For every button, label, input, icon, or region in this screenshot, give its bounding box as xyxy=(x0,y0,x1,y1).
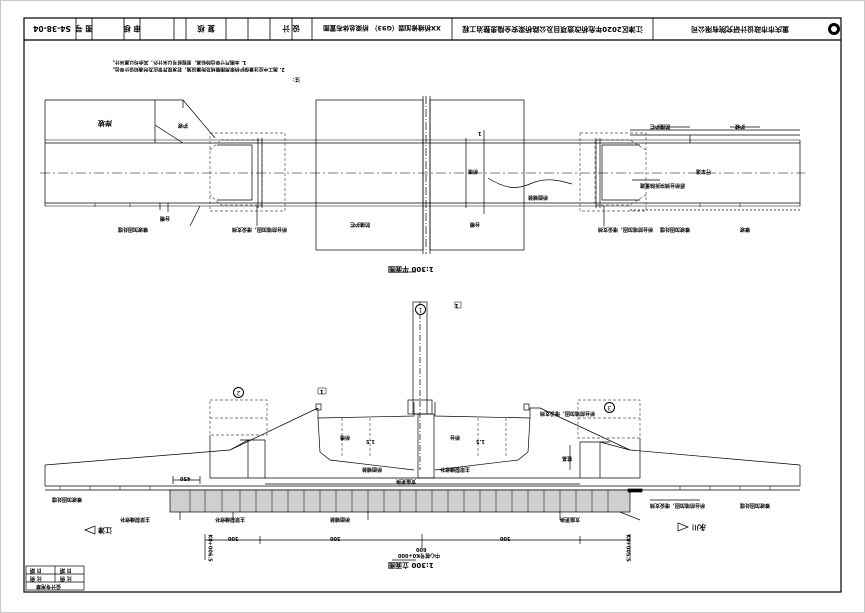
stamp-title: 设计专用章 xyxy=(36,583,62,589)
elevation-note-support: 支座更换 xyxy=(396,478,417,484)
elevation-abut-label: 桥台 xyxy=(450,434,461,440)
review-signature xyxy=(140,19,174,39)
plan-view-title: 1:300 平面图 xyxy=(388,265,434,273)
elevation-note-slope: 锥坡加固处理 xyxy=(52,496,83,502)
plan-guardrail-left: 防撞护栏 xyxy=(350,221,371,227)
elevation-to-right: 永川 xyxy=(692,523,706,531)
elevation-span-left-dim: 300 xyxy=(228,535,239,541)
plan-note-b: 桥台前墙加固，增设支挡 xyxy=(598,226,654,232)
elevation-note-deck-left: 桥面铺装 xyxy=(330,516,351,522)
elevation-left-station: K0+006.5 xyxy=(206,534,213,562)
design-signature xyxy=(248,19,270,39)
elevation-view-name: 立面图 xyxy=(388,561,409,569)
elevation-right-station: K0+005.5 xyxy=(624,534,631,562)
plan-note-a: 桥台前墙加固，增设支挡 xyxy=(232,226,288,232)
drawing-title: 桥梁总体布置图 xyxy=(323,24,369,32)
plan-slope-left: 护坡 xyxy=(178,122,189,128)
drawing-number-label: 图 号 xyxy=(76,24,92,34)
drawing-number: S4-38-04 xyxy=(33,24,71,34)
plan-section-mark: 1 xyxy=(478,130,482,136)
elevation-hw-right: 1.5 xyxy=(476,438,485,444)
elevation-to-left: 江津 xyxy=(98,526,112,534)
approve-signature xyxy=(92,19,124,39)
stamp-row1-a: 日 期 xyxy=(30,567,42,573)
plan-note-g: 锥坡加固处理 xyxy=(660,226,691,232)
elevation-view-title: 1:300 立面图 xyxy=(388,561,434,569)
plan-deck-right: 行车道 xyxy=(696,168,712,174)
plan-abutment-right: 护坡 xyxy=(735,123,746,129)
review-label: 复 核 xyxy=(197,24,215,34)
elevation-span-left: 300 xyxy=(330,535,341,541)
company-name: 重庆市市政设计研究院有限公司 xyxy=(691,25,789,33)
notes-line-1: 1. 本图尺寸单位除标高、里程桩号以米计外，其余均以厘米计。 xyxy=(110,59,247,64)
elevation-note-bear: 桥台前墙加固，增设支挡 xyxy=(650,502,706,508)
plan-pier-left: 台帽 xyxy=(160,215,171,221)
elevation-note-beam2: 主梁裂缝修补 xyxy=(120,516,151,522)
elevation-note-bear2: 桥台前墙加固，增设支挡 xyxy=(540,410,596,416)
drawing-name: XX桥维修加固（G93） 桥梁总体布置图 xyxy=(312,19,452,39)
plan-note-e: 锥坡 xyxy=(740,226,751,232)
design-label: 设 计 xyxy=(282,24,300,34)
plan-pier-right: 台帽 xyxy=(470,221,481,227)
stamp-row1-b: 日 期 xyxy=(60,567,72,573)
stamp-row2-b: 比 例 xyxy=(60,575,72,581)
plan-bank-label: 岸坡 xyxy=(98,119,112,127)
elevation-note-deck: 桥面铺装 xyxy=(362,466,383,472)
stamp-row2-a: 比 例 xyxy=(30,575,42,581)
plan-note-f: 锥坡加固处理 xyxy=(118,226,149,232)
elevation-note-slope2: 锥坡加固处理 xyxy=(740,502,771,508)
plan-center-mark: 桥墩 xyxy=(468,168,479,174)
project-name: 江津区2020年危桥改造项目及公路桥梁安全隐患整治工程 xyxy=(462,25,643,33)
elevation-note-pile: 桩基 xyxy=(562,455,573,461)
elevation-box-left: 1 xyxy=(320,388,324,394)
elevation-span-right: 300 xyxy=(500,535,511,541)
elevation-hw-left: 1.5 xyxy=(366,438,375,444)
elevation-box-right: 1 xyxy=(455,302,459,308)
plan-view-name: 平面图 xyxy=(388,265,409,273)
elevation-view-scale: 1:300 xyxy=(411,561,434,569)
approve-label: 审 核 xyxy=(124,24,140,34)
elevation-marker-2: 2 xyxy=(233,387,244,398)
elevation-left-dim: 450 xyxy=(180,475,191,481)
subproject-name: XX桥维修加固（G93） xyxy=(370,24,441,32)
elevation-pier-label: 桥墩 xyxy=(340,434,351,440)
elevation-note-beam-left: 主梁裂缝修补 xyxy=(215,516,246,522)
elevation-note-beam: 主梁裂缝修补 xyxy=(440,466,471,472)
plan-view-scale: 1:300 xyxy=(411,265,434,273)
elevation-marker-3: 3 xyxy=(604,402,615,413)
company-logo-icon xyxy=(828,23,840,35)
plan-note-d: 桥面铺装 xyxy=(528,194,549,200)
elevation-marker-1: 1 xyxy=(415,304,426,315)
elevation-note-support-right: 支座更换 xyxy=(560,516,581,522)
plan-note-c: 原桥台挡块拆除重建 xyxy=(640,182,686,188)
plan-guardrail-right: 防撞护栏 xyxy=(650,123,671,129)
elevation-center-station: 中心桩号K0+000 xyxy=(398,552,440,558)
notes-line-2: 2. 施工中应注意保护桥梁周围管线及附属设施，若发现异常应及时通知设计单位。 xyxy=(110,66,285,71)
notes-title: 注： xyxy=(290,76,301,82)
